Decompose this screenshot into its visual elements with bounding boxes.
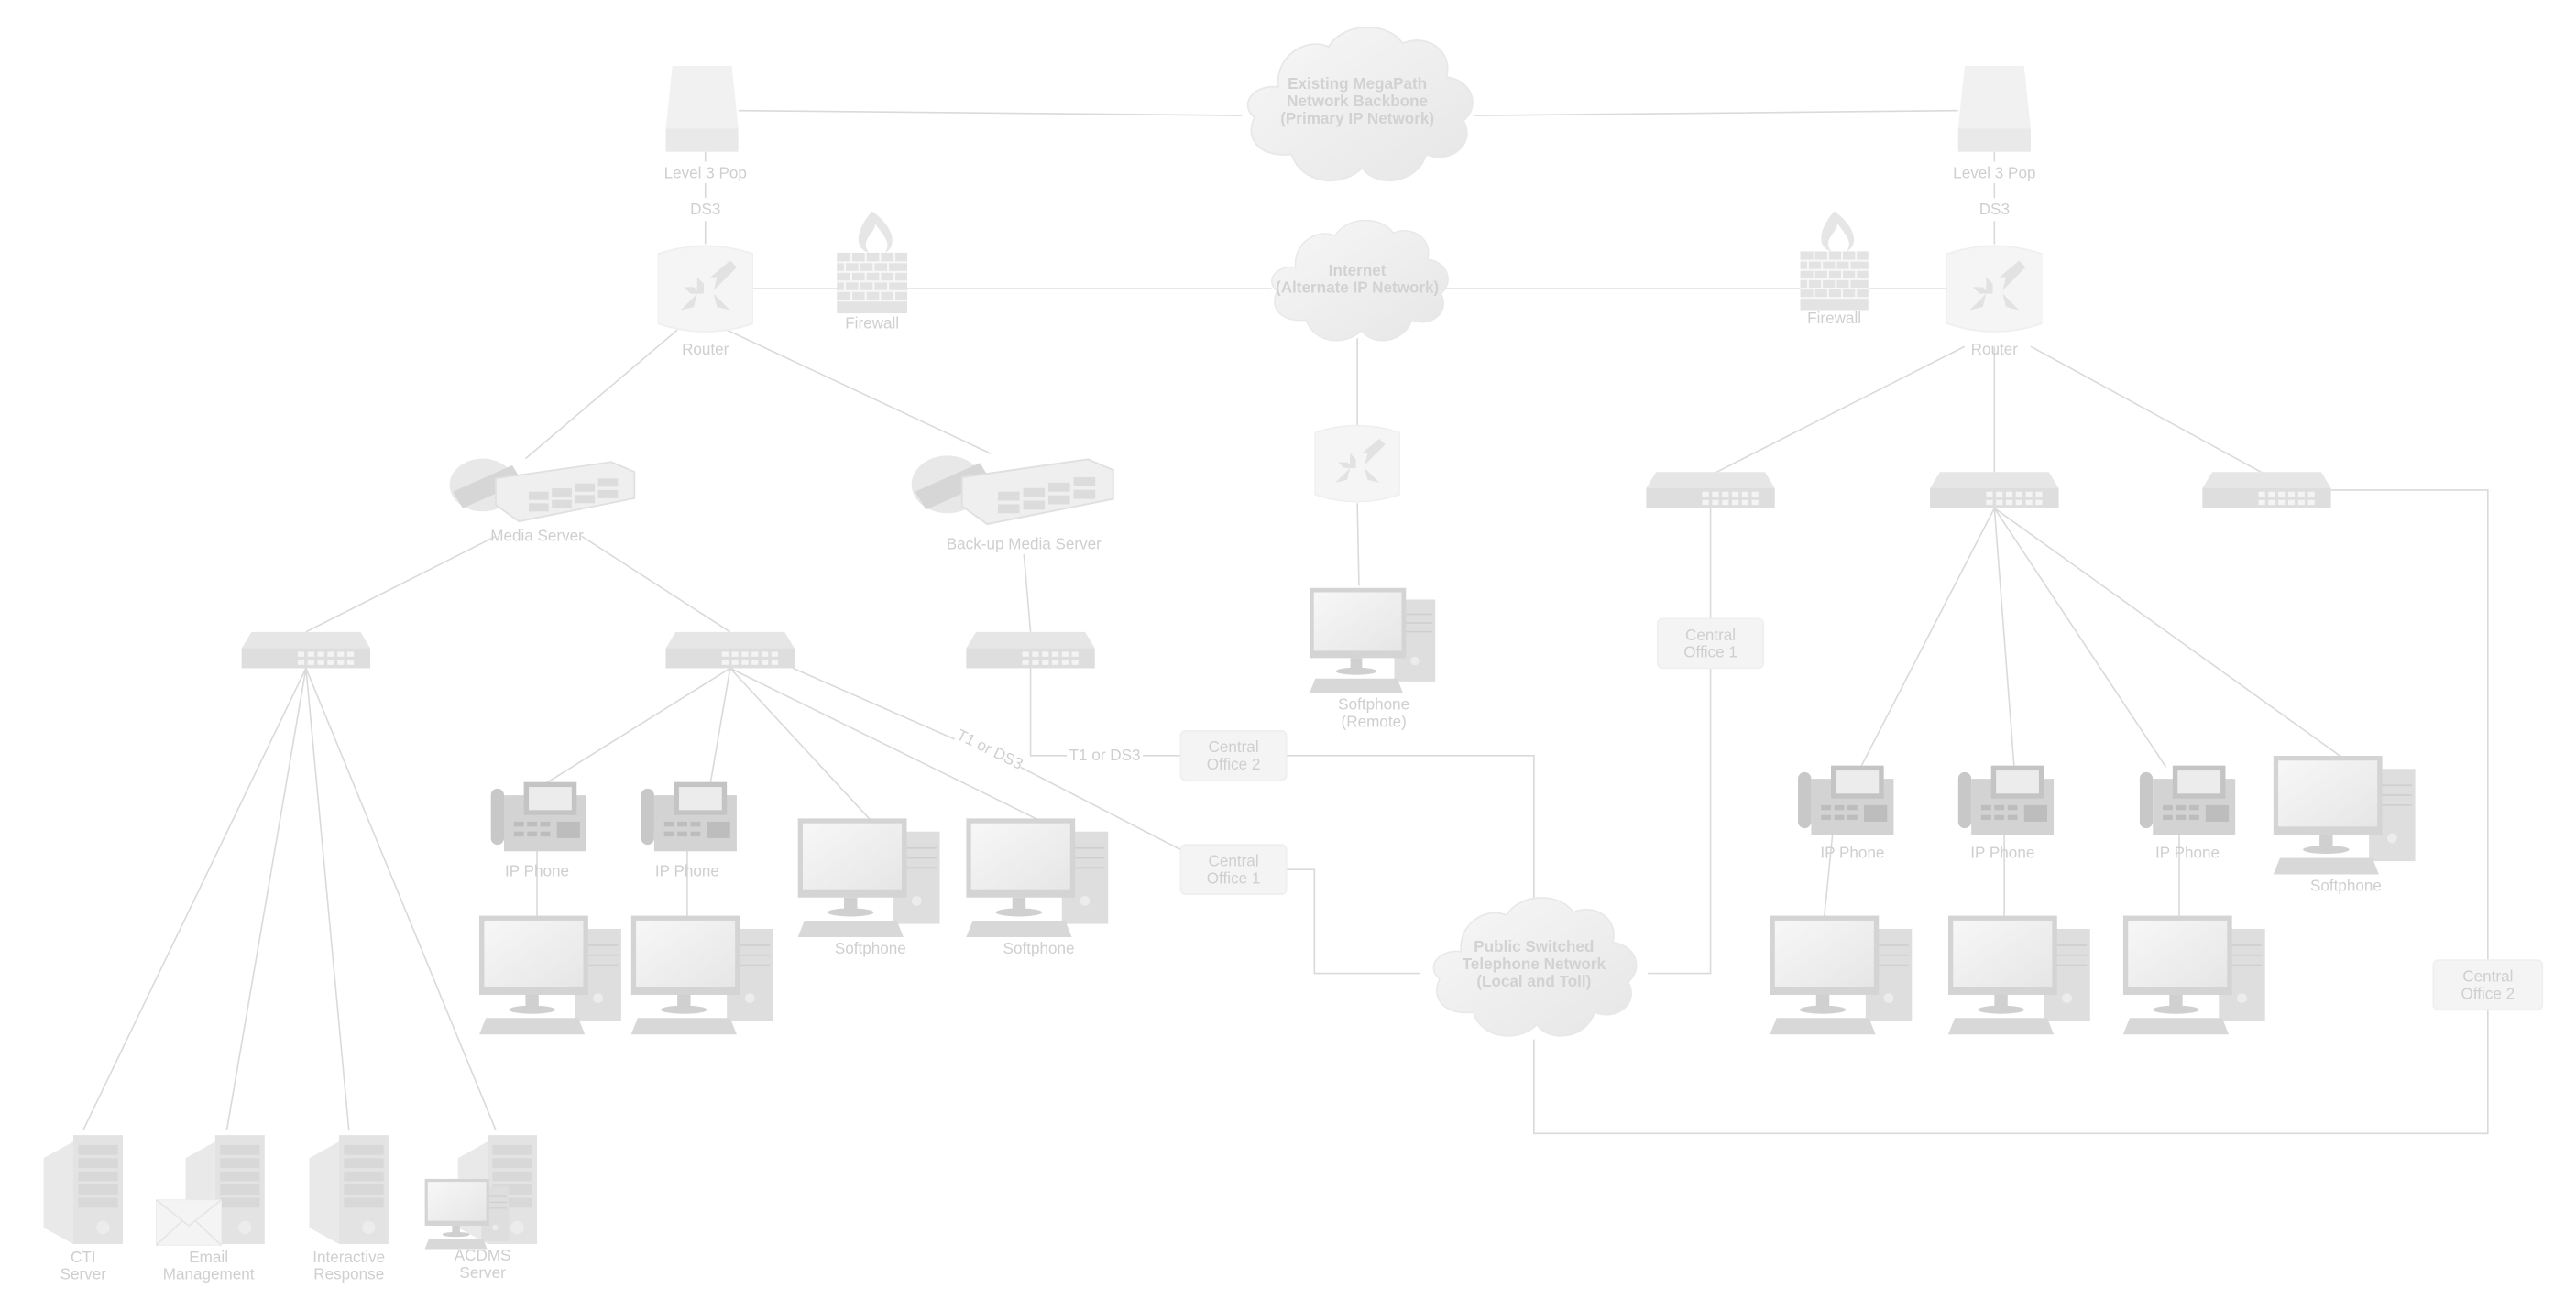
ip-phone-label: IP Phone [505,862,569,879]
envelope-icon [156,1199,223,1246]
cloud-label: Public Switched [1474,938,1594,955]
ip-phone-icon [1798,765,1894,835]
switch-icon [665,631,795,669]
firewall-label: Firewall [845,314,899,332]
switch-icon [241,631,371,669]
firewall-icon [836,211,909,314]
computer-icon [1947,915,2091,1036]
softphone-label: Softphone [835,940,906,957]
switch-icon [1646,472,1775,508]
cloud-internet: Internet(Alternate IP Network) [1271,219,1449,342]
link-label: DS3 [690,201,720,218]
router-label: Router [682,341,729,358]
switch-icon [2202,472,2331,508]
computer-icon [966,818,1110,938]
server-icon [43,1135,123,1244]
router-icon [1946,245,2043,333]
server-label: Server [60,1266,107,1283]
server-label: ACDMS [455,1247,511,1264]
cloud-label: (Primary IP Network) [1280,110,1434,127]
ip-phone-label: IP Phone [655,862,719,879]
firewall-icon [1799,211,1869,311]
server-label: Email [189,1249,228,1266]
pop-icon [665,66,739,152]
server-icon [309,1135,389,1244]
cloud-label: (Alternate IP Network) [1276,279,1439,297]
server-label: Interactive [312,1249,385,1266]
cloud-label: Telephone Network [1463,955,1606,973]
switch-icon [1930,472,2059,508]
softphone-label: Softphone [1003,940,1075,957]
media-server-icon [910,454,1114,526]
computer-icon [424,1178,510,1250]
cloud-label: Existing MegaPath [1288,75,1427,93]
cloud-label: (Local and Toll) [1476,973,1591,990]
computer-icon [1770,915,1913,1036]
server-label: CTI [71,1249,96,1266]
router-label: Router [1971,341,2019,358]
cloud-label: Network Backbone [1287,93,1428,110]
router-icon [657,245,753,333]
switch-icon [966,631,1095,669]
connection-lines [82,109,2489,1135]
link-label: T1 or DS3 [1069,747,1141,764]
ip-phone-icon [490,781,587,852]
server-label: Response [313,1266,384,1283]
ip-phone-icon [1957,765,2055,835]
ip-phone-icon [2139,765,2236,835]
ip-phone-label: IP Phone [2155,845,2220,862]
ip-phone-label: IP Phone [1820,845,1884,862]
pop-label: Level 3 Pop [664,165,747,182]
computer-icon [797,818,941,938]
svg-text:Softphone(Remote): Softphone(Remote) [1338,695,1409,730]
computer-icon [479,915,622,1036]
router-icon [1314,424,1400,503]
computer-icon [1309,587,1437,694]
firewall-label: Firewall [1807,310,1861,327]
pop-label: Level 3 Pop [1953,165,2035,182]
link-label: DS3 [1979,201,2010,218]
cloud-label: Internet [1329,262,1387,279]
link-label: T1 or DS3 [954,726,1025,773]
computer-icon [2273,755,2417,876]
pop-icon [1957,66,2031,152]
computer-icon [2122,915,2266,1036]
softphone-label: Softphone [1338,695,1409,713]
server-label: Server [459,1264,506,1282]
svg-text:Internet(Alternate IP Network): Internet(Alternate IP Network) [1276,262,1439,297]
softphone-label: (Remote) [1342,713,1407,730]
media-server-label: Media Server [490,528,584,545]
backup-media-server-label: Back-up Media Server [947,536,1102,553]
ip-phone-icon [641,781,737,852]
computer-icon [630,915,774,1036]
softphone-label: Softphone [2310,878,2382,895]
media-server-icon [448,457,636,523]
server-label: Management [163,1266,255,1283]
ip-phone-label: IP Phone [1970,845,2034,862]
